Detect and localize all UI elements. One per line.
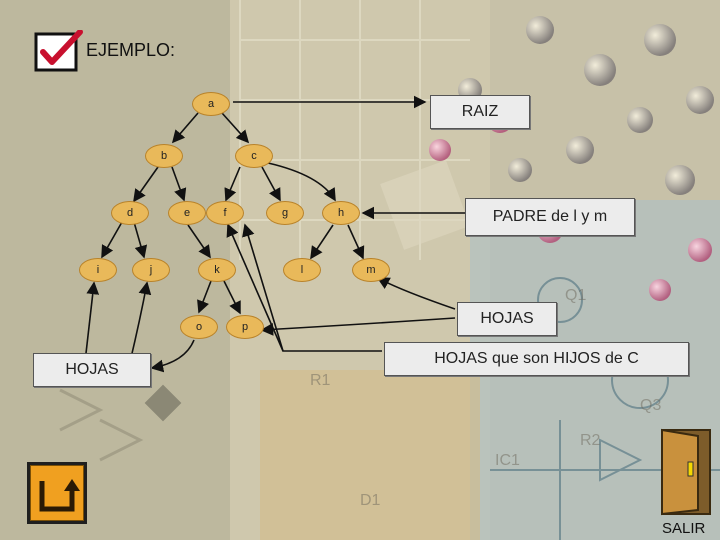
tree-node-o: o <box>180 315 218 339</box>
tree-node-m: m <box>352 258 390 282</box>
tree-node-l: l <box>283 258 321 282</box>
tree-node-d: d <box>111 201 149 225</box>
svg-text:R2: R2 <box>580 432 601 449</box>
tree-node-b: b <box>145 144 183 168</box>
tree-node-k: k <box>198 258 236 282</box>
page-title: EJEMPLO: <box>86 40 176 60</box>
svg-text:Q3: Q3 <box>640 397 661 414</box>
tree-node-e: e <box>168 201 206 225</box>
checkbox-check-icon <box>34 30 83 72</box>
exit-button[interactable] <box>658 426 714 518</box>
tree-node-j: j <box>132 258 170 282</box>
svg-text:R1: R1 <box>310 372 331 389</box>
svg-text:IC1: IC1 <box>495 452 520 469</box>
back-button[interactable] <box>27 462 87 524</box>
tree-node-a: a <box>192 92 230 116</box>
svg-text:D1: D1 <box>360 492 381 509</box>
hojas-hijos-label: HOJAS que son HIJOS de C <box>384 342 689 376</box>
tree-node-h: h <box>322 201 360 225</box>
tree-node-p: p <box>226 315 264 339</box>
tree-node-f: f <box>206 201 244 225</box>
hojas-right-label: HOJAS <box>457 302 557 336</box>
padre-label: PADRE de l y m <box>465 198 635 236</box>
tree-node-c: c <box>235 144 273 168</box>
raiz-label: RAIZ <box>430 95 530 129</box>
hojas-left-label: HOJAS <box>33 353 151 387</box>
exit-label[interactable]: SALIR <box>662 520 706 537</box>
tree-node-g: g <box>266 201 304 225</box>
door-icon <box>661 428 711 516</box>
return-arrow-icon <box>29 464 85 522</box>
svg-text:Q1: Q1 <box>565 287 586 304</box>
tree-node-i: i <box>79 258 117 282</box>
